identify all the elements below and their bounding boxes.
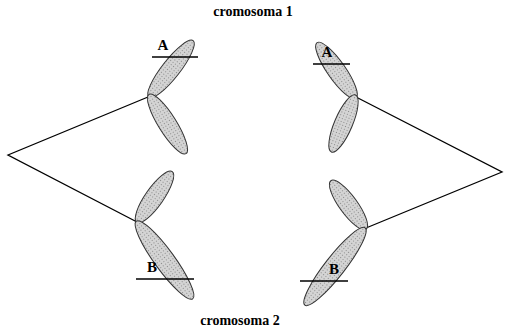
gene-label: B bbox=[147, 260, 157, 275]
spindle-fibers bbox=[8, 97, 502, 228]
chromosome-label: cromosoma 2 bbox=[200, 314, 279, 328]
chromosome-label: cromosoma 1 bbox=[213, 5, 292, 19]
gene-label: A bbox=[322, 45, 333, 60]
gene-loci bbox=[136, 57, 350, 281]
chromatids bbox=[128, 35, 373, 311]
gene-label: A bbox=[158, 38, 169, 53]
gene-label: B bbox=[329, 262, 339, 277]
